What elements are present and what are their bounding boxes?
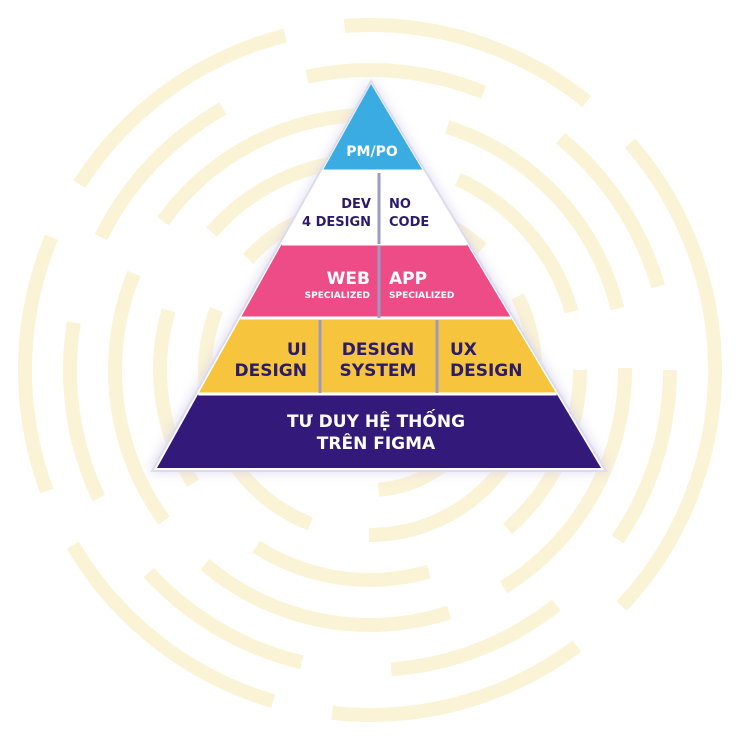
label-line: 4 DESIGN [302,215,371,230]
pyramid-labels: PM/PO DEV 4 DESIGN NO CODE WEB SPECIALIZED APP S… [235,144,523,454]
tier-foundation [157,394,601,468]
label-pm-po: PM/PO [346,144,398,160]
label-line: DESIGN [342,340,414,360]
label-subline: SPECIALIZED [305,291,370,301]
tier-pm-po [322,84,424,171]
label-line: DESIGN [235,361,307,381]
label-line: SYSTEM [340,361,417,381]
label-line: TƯ DUY HỆ THỐNG [287,408,465,432]
background-ring [18,18,722,722]
pyramid-dividers [198,169,557,396]
label-line: PM/PO [346,144,398,160]
tier-design [198,318,557,394]
label-line: WEB [327,269,370,289]
tier-specialized [240,244,512,318]
label-line: APP [389,269,427,289]
pyramid-tiers [157,84,601,468]
label-line: CODE [389,215,429,230]
label-app-specialized: APP SPECIALIZED [389,269,454,301]
label-dev-4-design: DEV 4 DESIGN [302,197,371,230]
label-no-code: NO CODE [389,197,429,230]
label-line: NO [389,197,411,212]
tier-dev-nocode [281,171,467,244]
label-subline: SPECIALIZED [389,291,454,301]
label-line: TRÊN FIGMA [317,432,436,454]
label-web-specialized: WEB SPECIALIZED [305,269,370,301]
background-ring [63,63,677,677]
label-line: UX [450,340,477,360]
label-line: DEV [341,197,371,212]
label-line: UI [287,340,307,360]
label-line: DESIGN [450,361,522,381]
